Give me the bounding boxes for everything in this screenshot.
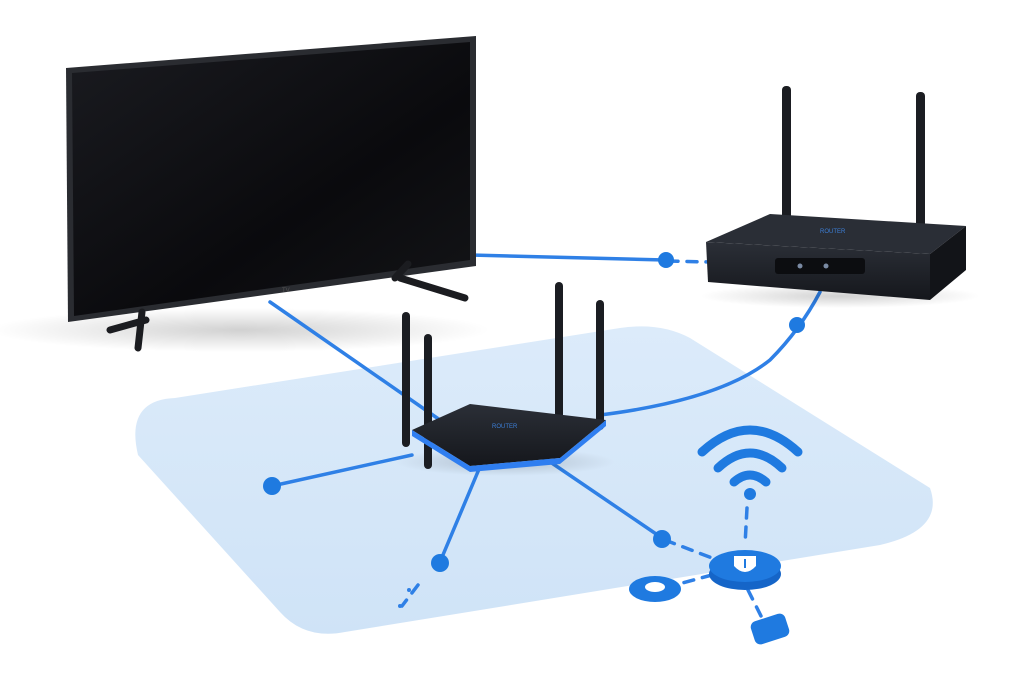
link-tv-to-router bbox=[268, 300, 442, 422]
main-router: ROUTER bbox=[395, 282, 615, 476]
box-panel bbox=[775, 258, 865, 274]
box-side bbox=[930, 226, 966, 300]
connection-nodes bbox=[263, 252, 805, 572]
tv-shadow bbox=[0, 308, 490, 352]
node-hub-link bbox=[653, 530, 671, 548]
box-antenna-left bbox=[782, 86, 791, 226]
television: TV bbox=[66, 36, 476, 352]
node-box-link bbox=[658, 252, 674, 268]
node-left bbox=[263, 477, 281, 495]
box-top bbox=[706, 214, 966, 254]
floor-area bbox=[135, 326, 933, 634]
router-antenna-4 bbox=[596, 300, 604, 430]
router-edge-glow bbox=[412, 420, 606, 472]
wifi-icon bbox=[697, 425, 803, 500]
dashed-link-hub-tag bbox=[746, 588, 764, 620]
smart-plug bbox=[629, 576, 681, 602]
link-box-to-router bbox=[598, 290, 822, 417]
streaming-box-router: ROUTER bbox=[700, 86, 980, 308]
dot-small-1 bbox=[398, 604, 402, 608]
tag-icon bbox=[750, 613, 790, 645]
box-brand: ROUTER bbox=[820, 229, 846, 235]
dot-small-2 bbox=[407, 588, 411, 592]
dashed-link-box bbox=[666, 259, 712, 264]
smart-hub bbox=[709, 550, 781, 590]
link-router-to-left-node bbox=[270, 453, 414, 488]
dashed-link-hub-plug bbox=[673, 573, 714, 587]
router-antenna-2 bbox=[424, 334, 432, 469]
router-brand: ROUTER bbox=[492, 424, 518, 430]
box-led-1 bbox=[797, 263, 803, 269]
dashed-link-hub-left bbox=[663, 538, 714, 560]
link-router-to-bottom-node bbox=[438, 460, 484, 564]
connection-lines bbox=[268, 253, 822, 564]
router-antenna-1 bbox=[402, 312, 410, 447]
tv-stand-left bbox=[106, 308, 150, 352]
dashed-link-wifi-hub bbox=[743, 506, 749, 547]
router-antenna-3 bbox=[555, 282, 563, 422]
tv-brand: TV bbox=[282, 288, 290, 294]
node-box-curve bbox=[789, 317, 805, 333]
box-led-2 bbox=[823, 263, 829, 269]
node-bottom bbox=[431, 554, 449, 572]
tv-stand-right bbox=[391, 260, 469, 302]
disc-hole bbox=[645, 582, 665, 592]
dashed-links bbox=[400, 259, 764, 620]
box-antenna-right bbox=[916, 92, 925, 228]
link-tv-to-box bbox=[468, 253, 667, 262]
tag-device bbox=[750, 613, 790, 645]
router-body bbox=[412, 404, 606, 466]
dashed-link-bottom bbox=[400, 583, 420, 608]
tv-screen bbox=[72, 42, 470, 316]
